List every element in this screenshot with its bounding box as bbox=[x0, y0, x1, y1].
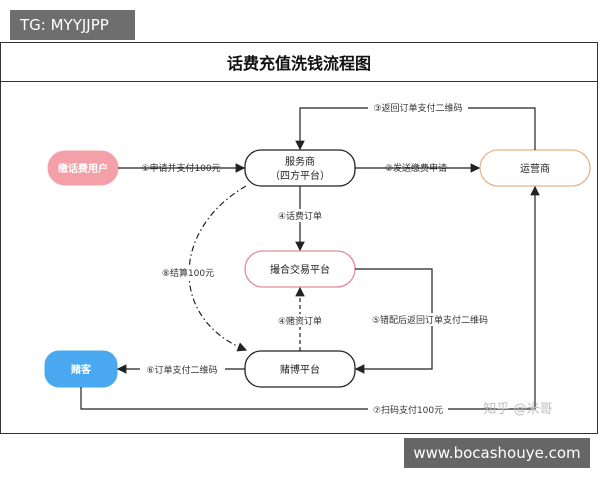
edge-3-label: ③返回订单支付二维码 bbox=[373, 102, 462, 114]
edge-4b-label: ④赌资订单 bbox=[278, 315, 322, 327]
edge-5: ⑤错配后返回订单支付二维码 bbox=[354, 268, 493, 374]
edge-1: ①申请并支付100元 bbox=[118, 162, 246, 174]
edge-7: ⑦扫码支付100元 bbox=[80, 185, 540, 416]
node-match: 撮合交易平台 bbox=[244, 250, 356, 288]
node-service-line1: 服务商 bbox=[285, 155, 315, 168]
node-service: 服务商 （四方平台） bbox=[244, 149, 356, 187]
edge-4: ④话费订单 bbox=[276, 186, 324, 252]
edge-2-label: ②发送缴费申请 bbox=[385, 162, 447, 174]
node-match-label: 撮合交易平台 bbox=[270, 263, 330, 276]
node-service-line2: （四方平台） bbox=[270, 169, 330, 182]
node-operator: 运营商 bbox=[479, 149, 591, 187]
node-gambler-label: 赌客 bbox=[70, 363, 92, 376]
edge-8: ⑧结算100元 bbox=[158, 185, 248, 352]
edge-3: ③返回订单支付二维码 bbox=[295, 101, 536, 151]
node-gamble-label: 赌博平台 bbox=[280, 363, 320, 376]
node-user: 缴话费用户 bbox=[47, 150, 119, 186]
edge-4b: ④赌资订单 bbox=[276, 286, 324, 351]
node-gambler: 赌客 bbox=[44, 350, 118, 388]
edge-8-label: ⑧结算100元 bbox=[162, 267, 214, 279]
edge-2: ②发送缴费申请 bbox=[355, 162, 481, 174]
edge-1-label: ①申请并支付100元 bbox=[141, 162, 220, 174]
edge-4-label: ④话费订单 bbox=[278, 210, 322, 222]
zhihu-watermark: 知乎 @米哥 bbox=[483, 401, 552, 417]
diagram-title: 话费充值洗钱流程图 bbox=[1, 43, 597, 82]
site-watermark: www.bocashouye.com bbox=[404, 438, 590, 468]
edge-6: ⑥订单支付二维码 bbox=[116, 363, 245, 376]
node-gamble: 赌博平台 bbox=[244, 350, 356, 388]
edge-5-label: ⑤错配后返回订单支付二维码 bbox=[372, 314, 488, 326]
edge-6-label: ⑥订单支付二维码 bbox=[146, 364, 217, 376]
node-user-label: 缴话费用户 bbox=[58, 162, 108, 175]
edge-7-label: ⑦扫码支付100元 bbox=[373, 404, 443, 416]
tg-tag: TG: MYYJJPP bbox=[10, 10, 135, 40]
node-operator-label: 运营商 bbox=[520, 162, 550, 175]
